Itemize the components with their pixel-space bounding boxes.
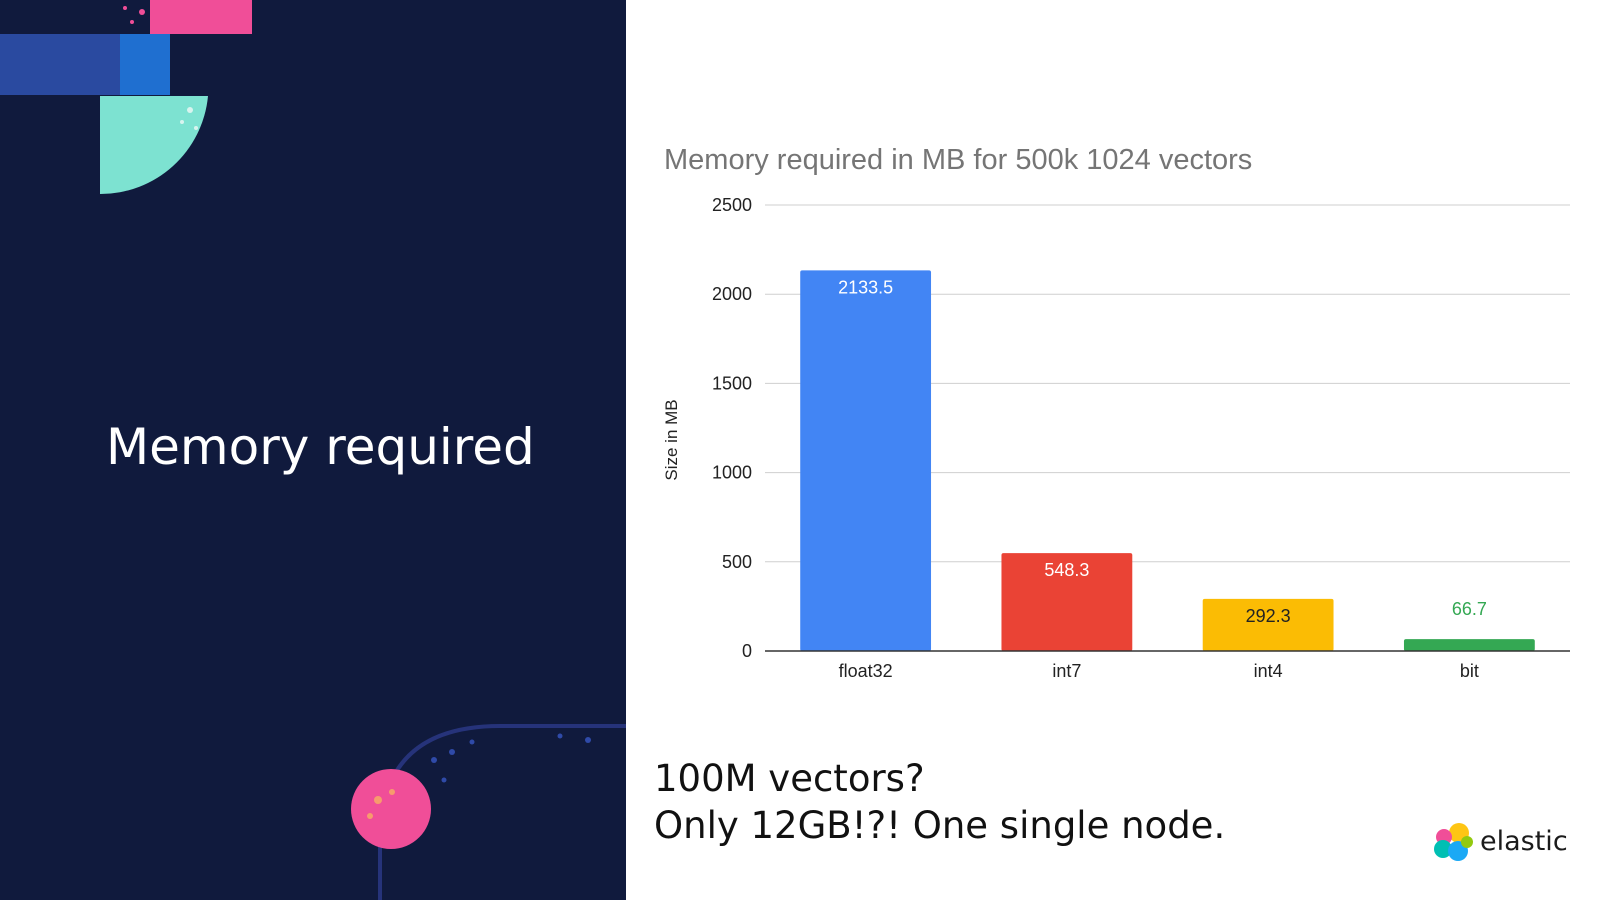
pink-circle [351,769,431,849]
speck [180,120,184,124]
x-tick-label-int4: int4 [1254,661,1283,681]
speck [139,9,145,15]
speck [16,60,20,64]
callout-line-2: Only 12GB!?! One single node. [654,804,1226,847]
brand-name: elastic [1480,826,1568,857]
y-tick-label: 2000 [712,284,752,304]
chart-axis: 0 500 1000 1500 2000 2500 float32 int7 int4 bit [712,195,1570,681]
x-tick-label-int7: int7 [1052,661,1081,681]
pink-circle-speck [367,813,373,819]
y-axis-label: Size in MB [662,399,681,480]
data-label-float32: 2133.5 [838,277,893,297]
bar-chart: Memory required in MB for 500k 1024 vect… [662,144,1570,681]
callout-text: 100M vectors? Only 12GB!?! One single no… [654,755,1225,849]
callout-line-1: 100M vectors? [654,757,925,800]
pink-circle-speck [389,789,395,795]
dot [441,777,447,783]
title-panel: Memory required [0,0,626,900]
decorative-shapes [0,0,626,900]
y-tick-label: 0 [742,641,752,661]
speck [130,20,134,24]
x-tick-label-float32: float32 [839,661,893,681]
y-tick-label: 500 [722,552,752,572]
slide-title: Memory required [106,418,535,476]
blue-strip-highlight [120,34,170,95]
speck [123,6,127,10]
bar-int4 [1202,598,1334,651]
dot [449,749,455,755]
dot [431,757,437,763]
y-tick-label: 2500 [712,195,752,215]
speck [194,126,198,130]
pink-strip [150,0,252,34]
bar-bit [1403,639,1535,651]
data-label-int4: 292.3 [1246,606,1291,626]
data-label-bit: 66.7 [1452,599,1487,619]
pink-circle-speck [374,796,382,804]
dot [469,739,475,745]
y-tick-label: 1000 [712,463,752,483]
data-label-int7: 548.3 [1044,560,1089,580]
elastic-logo: elastic [1432,820,1582,870]
chart-bars: 2133.5 548.3 292.3 66.7 [800,270,1535,651]
elastic-logo-icon [1434,823,1473,861]
y-tick-label: 1500 [712,373,752,393]
speck [187,107,193,113]
bar-float32 [800,270,932,651]
x-tick-label-bit: bit [1460,661,1479,681]
speck [28,82,32,86]
dot [585,737,591,743]
chart-title: Memory required in MB for 500k 1024 vect… [664,144,1252,176]
bar-int7 [1001,553,1133,651]
dot [557,733,563,739]
